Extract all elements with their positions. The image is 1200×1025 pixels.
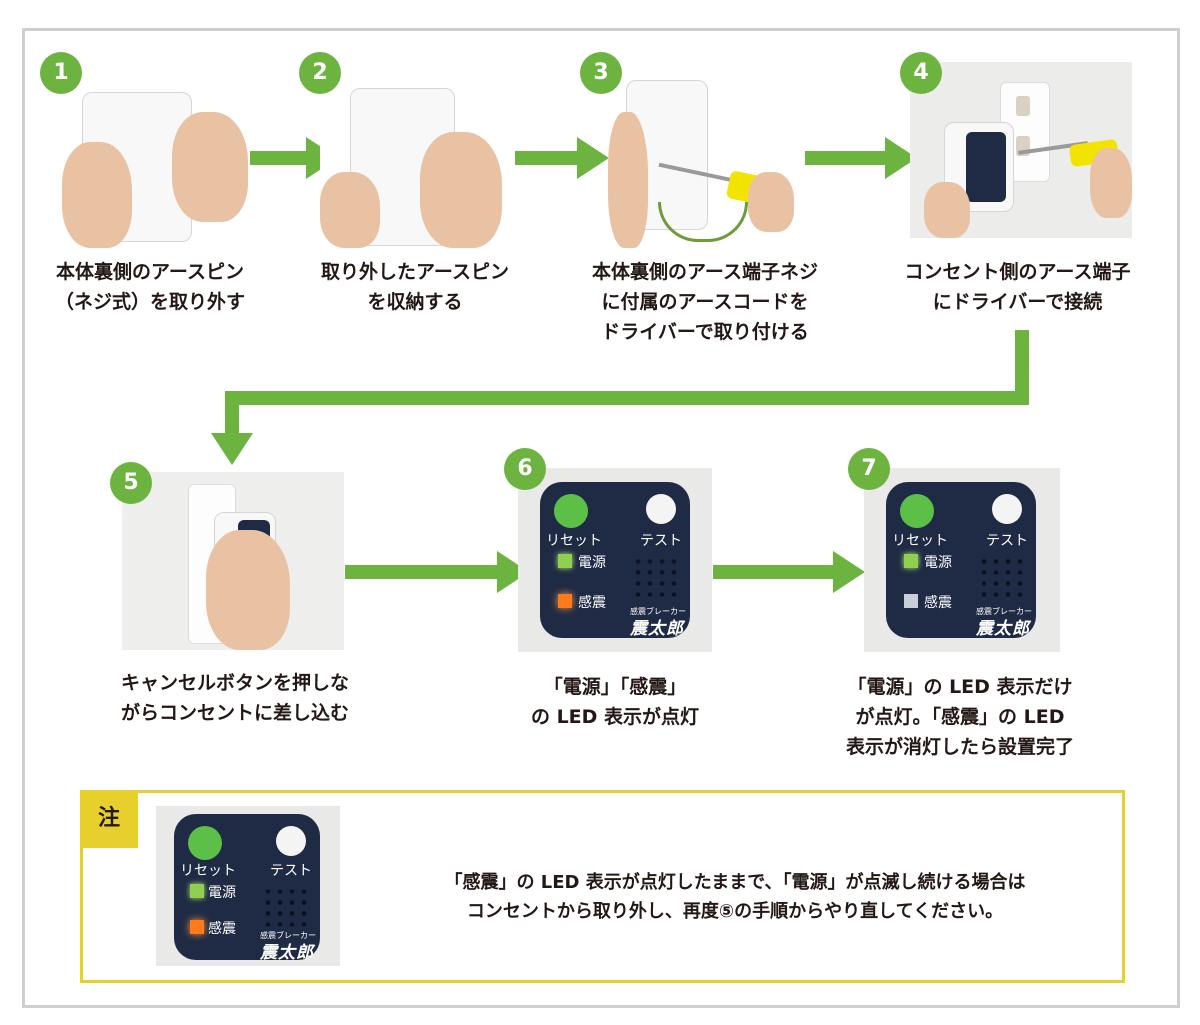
arrow-right — [713, 551, 865, 593]
socket — [1016, 96, 1030, 116]
note-tag: 注 — [80, 790, 138, 848]
quake-led — [558, 594, 572, 608]
test-label: テスト — [986, 533, 1028, 549]
hand — [420, 132, 502, 248]
power-label: 電源 — [208, 885, 236, 901]
arrow-connector — [225, 391, 239, 437]
step-number-badge: 3 — [580, 52, 622, 94]
note-box — [80, 790, 1125, 983]
step5-photo — [122, 472, 344, 650]
hand — [320, 172, 380, 248]
power-led — [904, 554, 918, 568]
brand-small: 感震ブレーカー — [976, 607, 1032, 616]
test-button — [992, 494, 1022, 524]
reset-button — [188, 826, 222, 860]
test-button — [276, 826, 306, 856]
brand-small: 感震ブレーカー — [630, 607, 686, 616]
step-number-badge: 7 — [848, 448, 890, 490]
test-button — [646, 494, 676, 524]
power-label: 電源 — [578, 555, 606, 571]
note-text: 「感震」の LED 表示が点灯したままで、「電源」が点滅し続ける場合は コンセン… — [444, 872, 1026, 922]
step-number-badge: 2 — [299, 52, 341, 94]
power-label: 電源 — [924, 555, 952, 571]
arrow-right — [515, 137, 609, 179]
note-photo: リセット テスト 電源 感震 感震ブレーカー 震太郎 — [156, 806, 340, 966]
reset-button — [554, 494, 588, 528]
brand-small: 感震ブレーカー — [260, 931, 316, 940]
control-panel: リセット テスト 電源 感震 感震ブレーカー 震太郎 — [174, 814, 320, 963]
quake-led — [190, 920, 204, 934]
control-panel: リセット テスト 電源 感震 感震ブレーカー 震太郎 — [540, 482, 690, 639]
test-label: テスト — [270, 863, 312, 879]
arrow-right — [805, 137, 917, 179]
hand — [172, 112, 248, 222]
quake-label: 感震 — [578, 595, 606, 611]
step4-photo — [910, 62, 1132, 238]
step-number-badge: 6 — [504, 448, 546, 490]
outer-frame — [22, 28, 1180, 1008]
ground-cord — [658, 202, 748, 242]
step6-photo: リセット テスト 電源 感震 感震ブレーカー 震太郎 — [518, 468, 712, 652]
power-led — [190, 884, 204, 898]
step-number-badge: 1 — [40, 52, 82, 94]
step6-caption: 「電源」「感震」 の LED 表示が点灯 — [530, 676, 700, 728]
arrow-connector — [225, 391, 1029, 405]
step-number-badge: 5 — [110, 462, 152, 504]
test-label: テスト — [640, 533, 682, 549]
arrow-connector — [1015, 330, 1029, 405]
speaker-grille — [632, 556, 680, 600]
step3-caption: 本体裏側のアース端子ネジ に付属のアースコードを ドライバーで取り付ける — [592, 261, 818, 343]
speaker-grille — [978, 556, 1026, 600]
brand-name: 震太郎 — [630, 619, 684, 639]
hand — [608, 112, 648, 248]
step7-caption: 「電源」の LED 表示だけ が点灯。「感震」の LED 表示が消灯したら設置完… — [845, 676, 1074, 758]
power-led — [558, 554, 572, 568]
reset-label: リセット — [180, 863, 236, 879]
step1-photo — [62, 72, 248, 248]
step3-photo — [608, 72, 794, 248]
hand — [748, 172, 794, 232]
arrow-down — [211, 433, 253, 465]
quake-label: 感震 — [924, 595, 952, 611]
arrow-right — [250, 137, 338, 179]
brand-name: 震太郎 — [260, 943, 314, 963]
hand — [924, 182, 970, 238]
speaker-grille — [262, 886, 310, 930]
quake-label: 感震 — [208, 921, 236, 937]
quake-led — [904, 594, 918, 608]
hand — [62, 142, 132, 248]
step-number-badge: 4 — [900, 52, 942, 94]
step2-caption: 取り外したアースピン を収納する — [321, 261, 509, 313]
arrow-right — [345, 551, 529, 593]
device-panel — [966, 132, 1006, 202]
reset-label: リセット — [546, 533, 602, 549]
step7-photo: リセット テスト 電源 感震 感震ブレーカー 震太郎 — [864, 468, 1060, 652]
reset-button — [900, 494, 934, 528]
step4-caption: コンセント側のアース端子 にドライバーで接続 — [904, 261, 1131, 313]
hand — [1090, 148, 1132, 218]
step2-photo — [320, 72, 502, 248]
hand — [206, 530, 290, 650]
reset-label: リセット — [892, 533, 948, 549]
step5-caption: キャンセルボタンを押しな がらコンセントに差し込む — [120, 672, 349, 724]
step1-caption: 本体裏側のアースピン （ネジ式）を取り外す — [54, 261, 245, 313]
control-panel: リセット テスト 電源 感震 感震ブレーカー 震太郎 — [886, 482, 1036, 639]
brand-name: 震太郎 — [976, 619, 1030, 639]
